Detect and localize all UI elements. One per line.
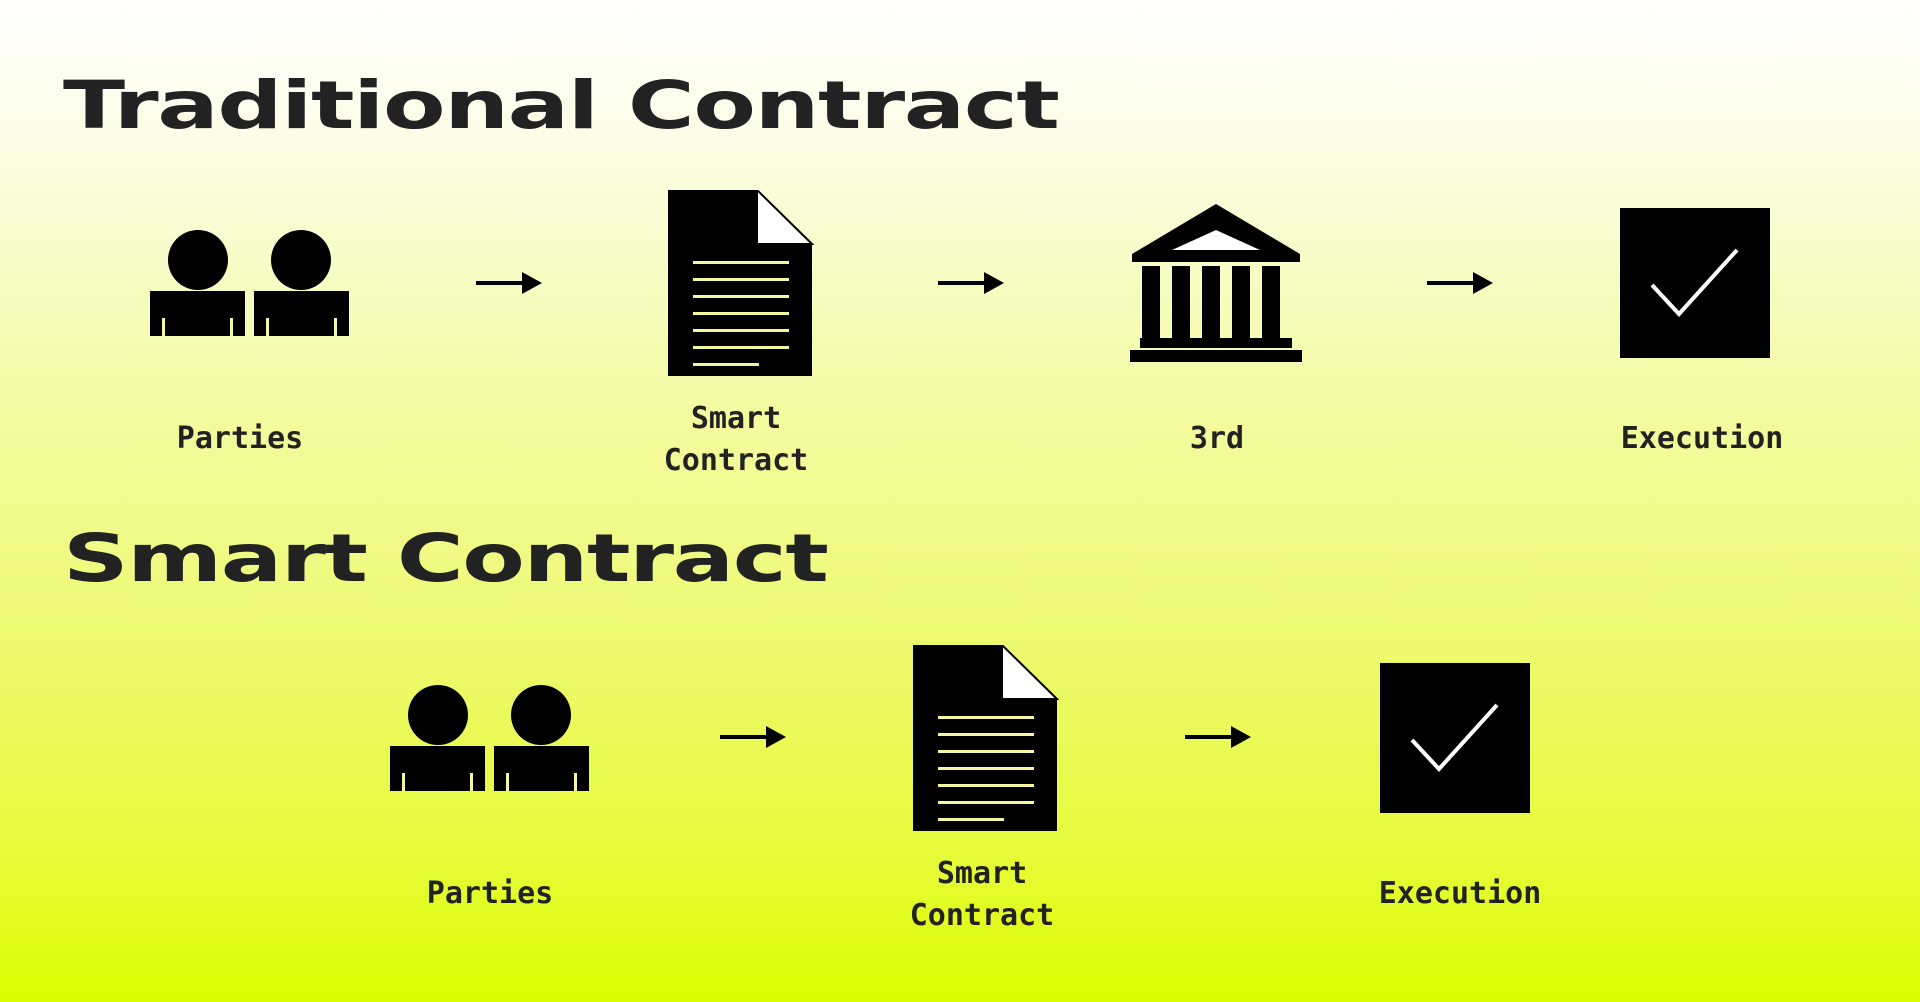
checkbox-icon [1380, 663, 1530, 813]
step-label-smart-contract: Smart Contract [663, 401, 809, 478]
arrow-right-icon [938, 270, 1006, 296]
arrow-right-icon [1185, 724, 1253, 750]
step-label-execution: Execution [1620, 421, 1784, 456]
step-label-parties: Parties [176, 421, 304, 456]
document-icon [668, 190, 814, 376]
step-label-third-party: 3rd [1189, 421, 1245, 456]
step-label-execution: Execution [1378, 876, 1542, 911]
step-label-parties: Parties [426, 876, 554, 911]
bank-icon [1130, 204, 1302, 362]
arrow-right-icon [1427, 270, 1495, 296]
smart-contract-title: Smart Contract [63, 520, 829, 597]
step-label-smart-contract: Smart Contract [909, 856, 1055, 933]
parties-icon [390, 683, 590, 793]
checkbox-icon [1620, 208, 1770, 358]
arrow-right-icon [476, 270, 544, 296]
parties-icon [150, 228, 350, 338]
traditional-contract-title: Traditional Contract [63, 67, 1060, 144]
arrow-right-icon [720, 724, 788, 750]
document-icon [913, 645, 1059, 831]
